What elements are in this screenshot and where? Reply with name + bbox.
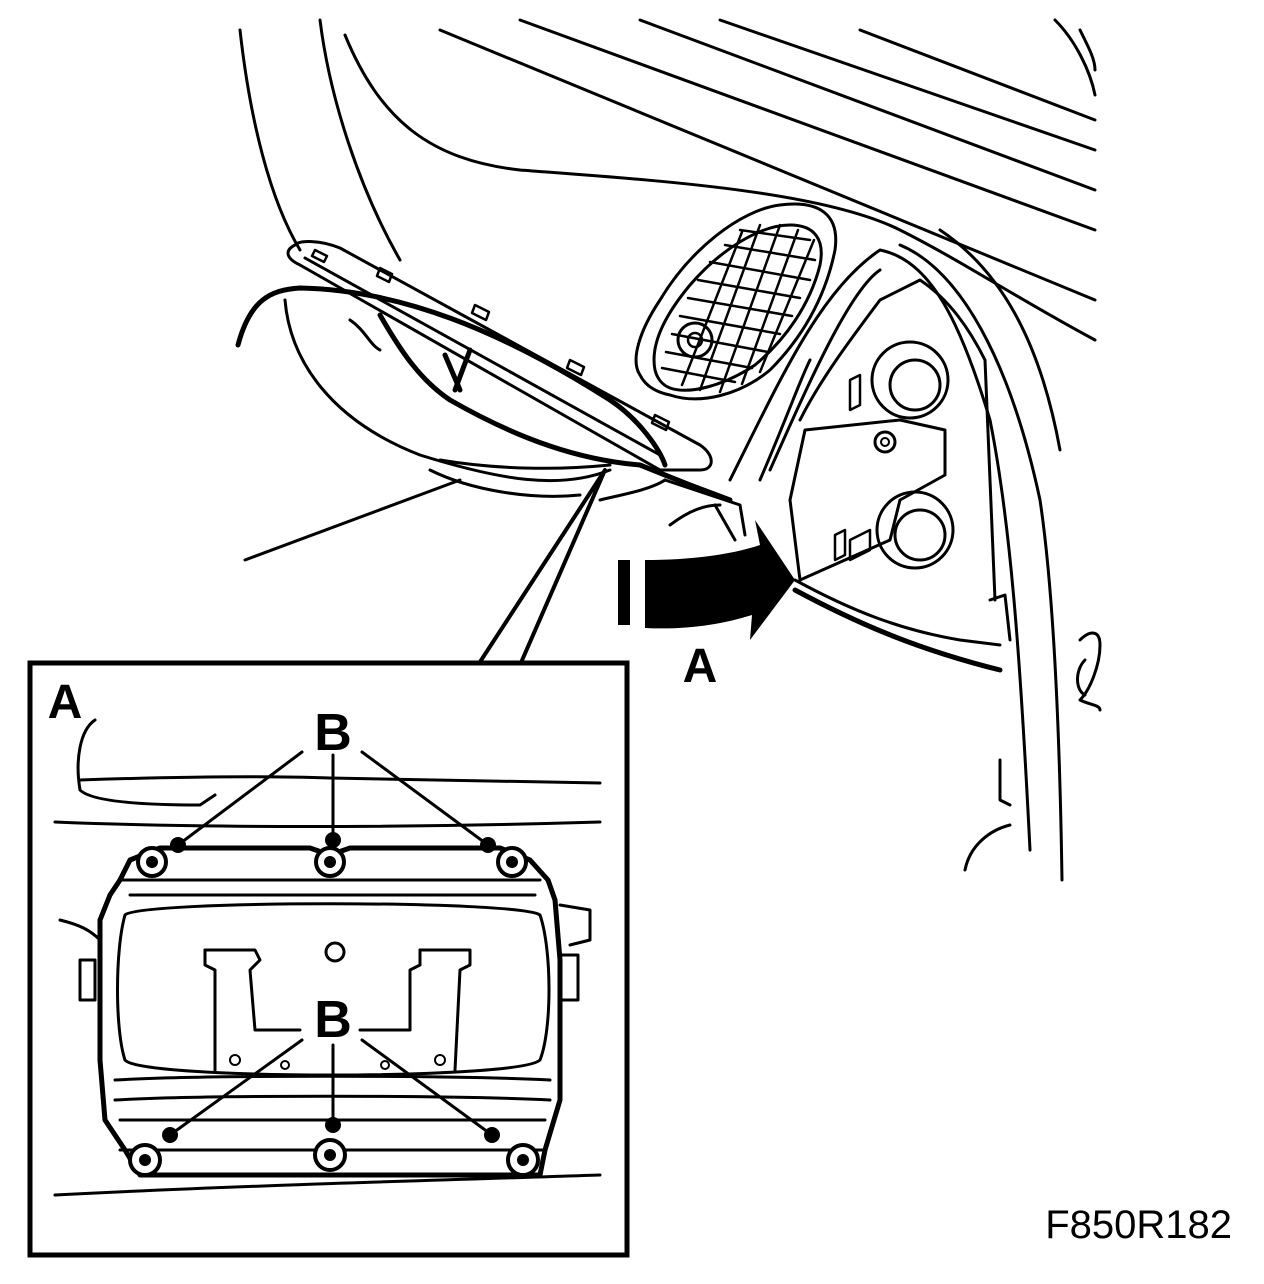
bolt-label-bottom: B bbox=[314, 991, 352, 1049]
view-label: A bbox=[683, 640, 718, 693]
detail-inset: A B B bbox=[27, 660, 630, 1258]
mounting-nuts bbox=[128, 846, 540, 1177]
nut-bottom-center bbox=[313, 1138, 347, 1172]
air-vent bbox=[634, 202, 838, 401]
nut-bottom-right bbox=[506, 1143, 540, 1177]
nut-bottom-left bbox=[128, 1143, 162, 1177]
view-direction-arrow bbox=[618, 520, 795, 640]
nut-top-left bbox=[136, 846, 168, 878]
dashboard-illustration bbox=[235, 18, 1102, 882]
nut-top-center bbox=[314, 846, 346, 878]
callout-leaders bbox=[162, 750, 500, 1143]
nut-top-right bbox=[496, 846, 528, 878]
bolt-label-top: B bbox=[314, 704, 352, 762]
figure-code: F850R182 bbox=[1045, 1203, 1232, 1247]
inset-label: A bbox=[48, 676, 83, 729]
